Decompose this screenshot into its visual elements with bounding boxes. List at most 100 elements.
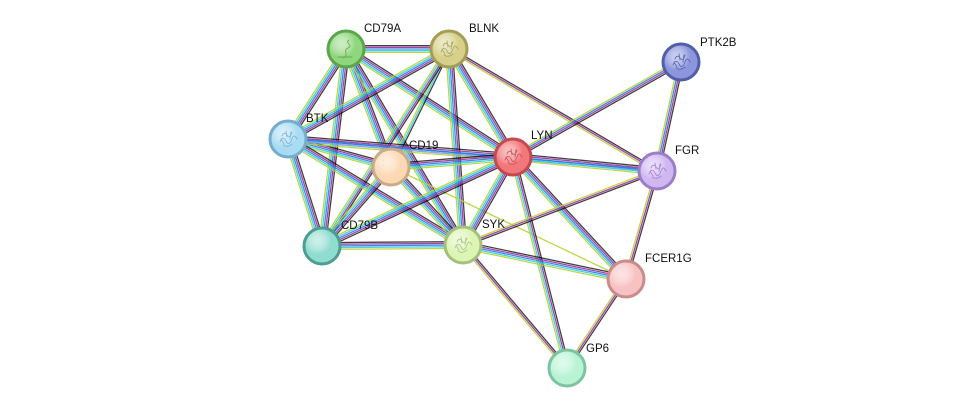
node-ring xyxy=(371,147,411,187)
node-btk[interactable]: BTK xyxy=(268,113,329,159)
edge-evidence-line xyxy=(512,156,658,172)
edge-evidence-line xyxy=(446,49,513,159)
edge-cd19-fcer1g[interactable] xyxy=(390,166,627,280)
node-cd79b[interactable]: CD79B xyxy=(302,220,378,266)
node-ring xyxy=(637,151,677,191)
edge-evidence-line xyxy=(285,141,462,249)
edge-evidence-line xyxy=(449,46,659,171)
edge-evidence-line xyxy=(444,49,461,246)
edge-evidence-line xyxy=(323,159,515,250)
edge-cd19-lyn[interactable] xyxy=(390,152,514,172)
edge-evidence-line xyxy=(347,45,516,155)
edge-evidence-line xyxy=(462,244,568,369)
edge-evidence-line xyxy=(513,156,569,368)
edge-evidence-line xyxy=(390,166,627,280)
node-label: CD19 xyxy=(409,140,438,152)
node-blnk[interactable]: BLNK xyxy=(429,23,499,69)
edge-evidence-line xyxy=(322,157,514,249)
node-label: GP6 xyxy=(586,343,609,355)
node-label: LYN xyxy=(531,130,553,142)
edge-fgr-syk[interactable] xyxy=(462,168,658,248)
edge-lyn-fcer1g[interactable] xyxy=(510,154,629,282)
edge-evidence-line xyxy=(513,152,658,169)
edge-evidence-line xyxy=(321,242,463,245)
edge-evidence-line xyxy=(463,171,658,248)
edge-evidence-line xyxy=(461,245,567,370)
edge-evidence-line xyxy=(447,49,657,174)
node-cd19[interactable]: CD19 xyxy=(371,140,438,187)
edge-evidence-line xyxy=(287,48,450,140)
edge-blnk-fgr[interactable] xyxy=(447,46,659,174)
edge-blnk-btk[interactable] xyxy=(286,45,451,143)
node-label: BLNK xyxy=(469,23,499,35)
node-lyn[interactable]: LYN xyxy=(493,130,553,177)
edge-blnk-syk[interactable] xyxy=(444,48,468,246)
edge-evidence-line xyxy=(448,48,514,158)
edge-evidence-line xyxy=(462,246,626,282)
node-ptk2b[interactable]: PTK2B xyxy=(661,37,737,82)
edge-evidence-line xyxy=(343,51,512,161)
edge-evidence-line xyxy=(346,47,515,157)
node-ring xyxy=(302,226,342,266)
edge-cd79a-lyn[interactable] xyxy=(343,45,516,161)
node-fgr[interactable]: FGR xyxy=(637,145,699,191)
edge-evidence-line xyxy=(445,50,511,160)
edge-evidence-line xyxy=(288,134,514,155)
edge-ptk2b-lyn[interactable] xyxy=(511,59,683,160)
edge-evidence-line xyxy=(512,158,657,174)
edge-evidence-line xyxy=(321,244,464,247)
edge-evidence-line xyxy=(344,49,513,159)
edge-evidence-line xyxy=(511,59,681,156)
edge-lyn-fgr[interactable] xyxy=(512,152,658,176)
edge-evidence-line xyxy=(462,168,657,245)
edge-evidence-line xyxy=(463,242,627,278)
edge-evidence-line xyxy=(288,136,514,156)
edge-evidence-line xyxy=(288,49,451,142)
edge-lyn-cd79b[interactable] xyxy=(320,153,515,250)
edge-evidence-line xyxy=(513,62,682,159)
edge-evidence-line xyxy=(512,60,681,157)
node-label: FGR xyxy=(675,145,699,157)
edge-syk-fcer1g[interactable] xyxy=(462,241,627,283)
node-label: CD79A xyxy=(364,23,401,35)
edge-evidence-line xyxy=(390,152,513,165)
node-cd79a[interactable]: CD79A xyxy=(326,23,401,69)
edge-evidence-line xyxy=(321,240,463,244)
edge-evidence-line xyxy=(513,155,628,279)
edge-evidence-line xyxy=(462,247,626,283)
node-ring xyxy=(547,348,587,388)
edge-evidence-line xyxy=(288,136,465,245)
node-label: PTK2B xyxy=(700,37,737,49)
edge-evidence-line xyxy=(286,45,448,137)
edge-evidence-line xyxy=(463,243,569,368)
edge-syk-gp6[interactable] xyxy=(461,243,569,370)
edge-evidence-line xyxy=(462,244,627,280)
edge-evidence-line xyxy=(446,49,462,246)
edge-evidence-line xyxy=(390,154,513,166)
edge-evidence-line xyxy=(448,48,464,246)
edge-evidence-line xyxy=(322,246,464,249)
edge-evidence-line xyxy=(390,156,514,168)
protein-coil-icon xyxy=(337,39,353,59)
node-ring xyxy=(661,42,701,82)
edge-layer xyxy=(284,44,685,370)
node-gp6[interactable]: GP6 xyxy=(547,343,609,388)
edge-btk-syk[interactable] xyxy=(285,135,466,249)
edge-evidence-line xyxy=(513,154,658,170)
node-syk[interactable]: SYK xyxy=(443,219,505,265)
edge-evidence-line xyxy=(322,247,464,251)
node-fcer1g[interactable]: FCER1G xyxy=(606,253,692,299)
node-ring xyxy=(606,259,646,299)
edge-evidence-line xyxy=(286,139,463,248)
edge-evidence-line xyxy=(511,157,626,281)
edge-evidence-line xyxy=(451,48,468,245)
protein-structure-icon xyxy=(504,148,523,165)
node-label: CD79B xyxy=(341,220,378,232)
edge-evidence-line xyxy=(345,48,514,158)
edge-blnk-lyn[interactable] xyxy=(445,46,517,160)
edge-evidence-line xyxy=(513,63,683,160)
edge-evidence-line xyxy=(289,135,466,243)
edge-evidence-line xyxy=(289,51,451,143)
edge-cd79b-syk[interactable] xyxy=(321,240,464,251)
